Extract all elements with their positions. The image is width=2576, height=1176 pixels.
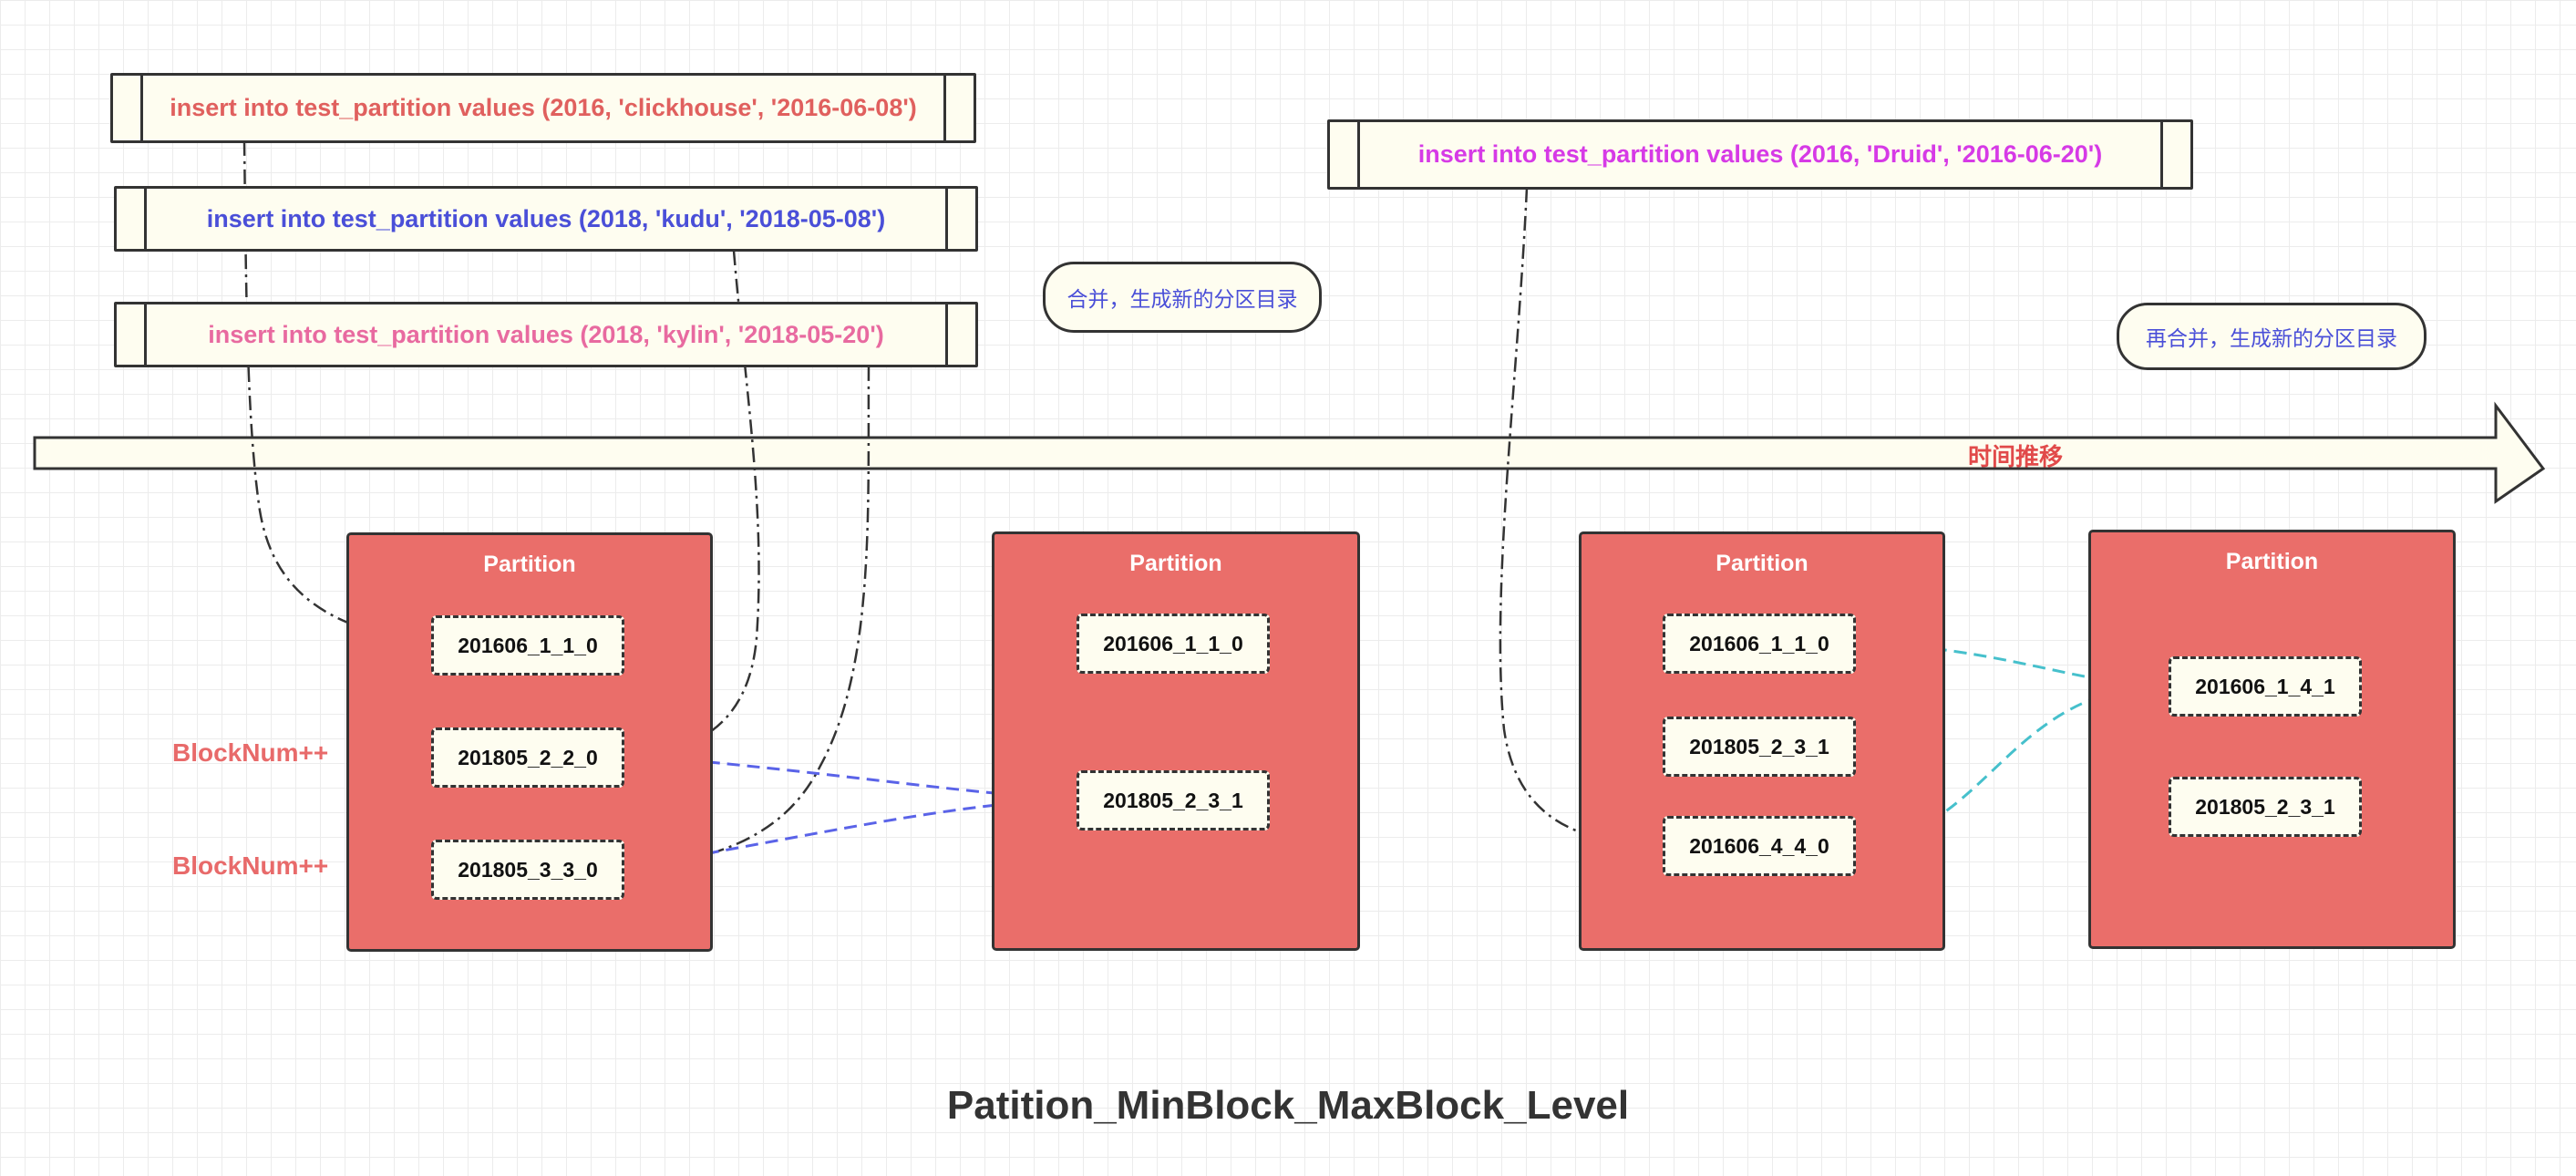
connector-insert-druid	[1499, 187, 1663, 850]
partition-title: Partition	[1716, 551, 1808, 576]
partition-1: Partition 201606_1_1_0 201805_2_2_0 2018…	[346, 532, 713, 952]
block-201606-4-4-0: 201606_4_4_0	[1663, 816, 1856, 876]
timeline-label: 时间推移	[1968, 443, 2064, 470]
partition-title: Partition	[1129, 551, 1222, 576]
insert-text-kylin: insert into test_partition values (2018,…	[208, 320, 884, 348]
insert-box-kylin: insert into test_partition values (2018,…	[114, 302, 978, 367]
merge-arrow-1-1-0	[1853, 641, 2166, 691]
block-201805-2-3-1: 201805_2_3_1	[1077, 770, 1270, 830]
insert-box-kudu: insert into test_partition values (2018,…	[114, 186, 978, 252]
blocknum-label-1: BlockNum++	[172, 738, 329, 767]
diagram-title: Patition_MinBlock_MaxBlock_Level	[946, 1083, 1630, 1128]
connector-insert-clickhouse	[242, 140, 429, 646]
insert-text-druid: insert into test_partition values (2016,…	[1417, 140, 2103, 168]
block-201606-1-1-0: 201606_1_1_0	[1663, 614, 1856, 674]
insert-text-clickhouse: insert into test_partition values (2016,…	[170, 94, 917, 121]
merge-note-1: 合并，生成新的分区目录	[1043, 262, 1322, 333]
insert-text-kudu: insert into test_partition values (2018,…	[206, 204, 886, 232]
partition-title: Partition	[2225, 549, 2319, 574]
block-201606-1-4-1: 201606_1_4_1	[2169, 656, 2362, 717]
timeline-arrow	[33, 401, 2546, 504]
partition-2: Partition 201606_1_1_0 201805_2_3_1	[992, 531, 1360, 951]
partition-title: Partition	[483, 552, 576, 577]
partition-3: Partition 201606_1_1_0 201805_2_3_1 2016…	[1579, 531, 1945, 951]
insert-box-clickhouse: insert into test_partition values (2016,…	[110, 73, 976, 143]
block-201805-2-2-0: 201805_2_2_0	[431, 727, 624, 788]
merge-note-2: 再合并，生成新的分区目录	[2117, 303, 2427, 370]
block-201805-3-3-0: 201805_3_3_0	[431, 840, 624, 900]
block-201805-2-3-1: 201805_2_3_1	[2169, 777, 2362, 837]
blocknum-label-2: BlockNum++	[172, 851, 329, 880]
block-201606-1-1-0: 201606_1_1_0	[1077, 614, 1270, 674]
partition-4: Partition 201606_1_4_1 201805_2_3_1	[2088, 530, 2456, 949]
block-201606-1-1-0: 201606_1_1_0	[431, 615, 624, 676]
insert-box-druid: insert into test_partition values (2016,…	[1327, 119, 2193, 190]
block-201805-2-3-1: 201805_2_3_1	[1663, 717, 1856, 777]
